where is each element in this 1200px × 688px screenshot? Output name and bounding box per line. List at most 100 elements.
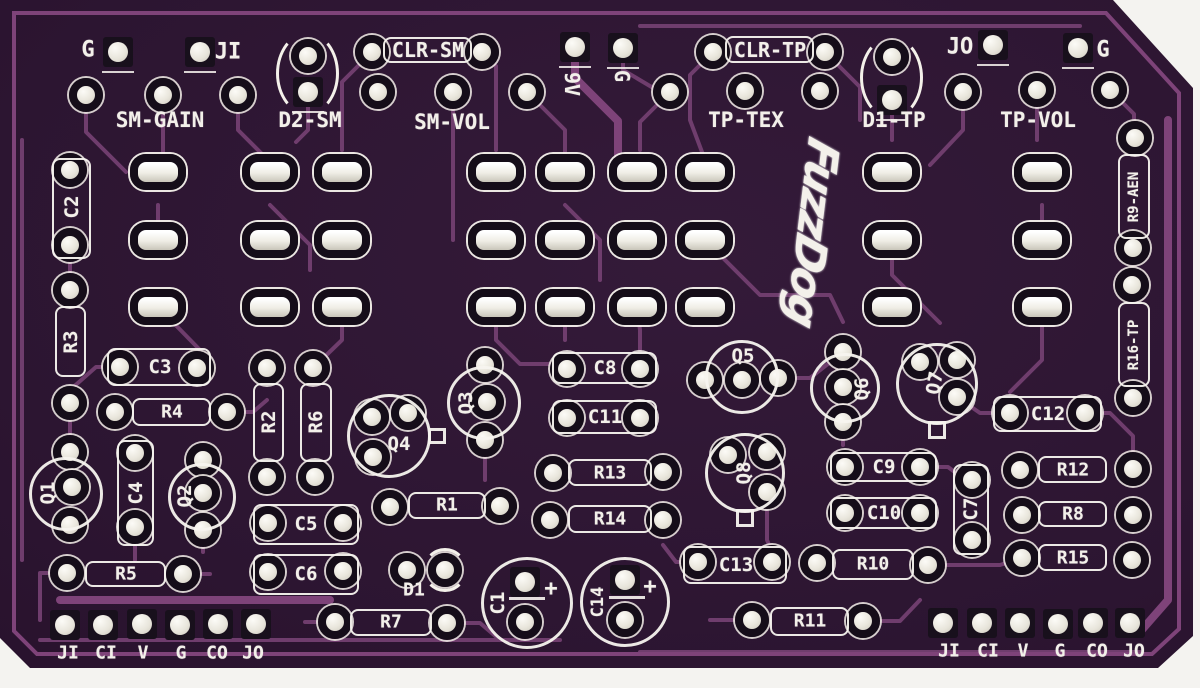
silk-q8: Q8 xyxy=(733,461,755,485)
square-pad xyxy=(88,610,118,640)
q3-outline xyxy=(447,366,521,440)
silk-c8: C8 xyxy=(593,357,617,379)
silk-r8: R8 xyxy=(1062,503,1084,525)
silk-r11: R11 xyxy=(793,610,827,632)
c4-outline xyxy=(117,440,154,546)
silk-q2: Q2 xyxy=(174,484,196,508)
square-pad xyxy=(977,30,1009,66)
d2-sm-outline xyxy=(276,32,339,115)
c14-polarity-bar-outline xyxy=(609,596,645,599)
c6-outline xyxy=(253,554,359,595)
solder-pad xyxy=(536,456,570,490)
oval-pad xyxy=(468,289,524,325)
q6-outline xyxy=(810,353,880,423)
silk-r7: R7 xyxy=(380,611,402,633)
solder-pad xyxy=(1005,498,1039,532)
r14-outline xyxy=(568,505,652,533)
solder-pad xyxy=(53,273,87,307)
silk-g: G xyxy=(610,69,634,83)
oval-pad xyxy=(537,222,593,258)
c1-outline xyxy=(481,557,573,649)
q8-outline-tab xyxy=(736,509,754,527)
solder-pad xyxy=(1005,541,1039,575)
square-pad xyxy=(1115,608,1145,638)
solder-pad xyxy=(436,75,470,109)
oval-pad xyxy=(242,222,298,258)
r12-outline xyxy=(1038,456,1107,483)
silk-c11: C11 xyxy=(587,406,623,428)
solder-pad xyxy=(318,605,352,639)
oval-pad xyxy=(677,222,733,258)
r4-outline xyxy=(132,398,211,426)
square-pad xyxy=(127,609,157,639)
silk-r6: R6 xyxy=(305,410,327,434)
square-pad xyxy=(1043,609,1073,639)
solder-pad xyxy=(1116,452,1150,486)
r10-outline xyxy=(832,549,914,580)
silk-c4: C4 xyxy=(125,481,147,505)
solder-pad xyxy=(250,351,284,385)
square-pad xyxy=(1078,608,1108,638)
silk-tp-vol: TP-VOL xyxy=(1000,108,1076,132)
oval-pad xyxy=(677,289,733,325)
solder-pad xyxy=(1093,73,1127,107)
oval-pad xyxy=(130,289,186,325)
c8-outline xyxy=(552,352,657,384)
c2-outline xyxy=(52,158,91,259)
solder-pad xyxy=(1020,73,1054,107)
solder-pad xyxy=(1115,268,1149,302)
square-pad xyxy=(559,32,591,68)
solder-pad xyxy=(326,506,360,540)
square-pad xyxy=(607,33,639,69)
solder-pad xyxy=(510,75,544,109)
silk-r15: R15 xyxy=(1056,547,1090,569)
square-pad xyxy=(1005,608,1035,638)
c3-outline xyxy=(107,348,211,386)
silk-polarity-plus: + xyxy=(643,574,657,600)
oval-pad xyxy=(314,154,370,190)
solder-pad xyxy=(1003,453,1037,487)
silk-r9-aen: R9-AEN xyxy=(1126,171,1142,223)
silk-g: G xyxy=(1096,37,1110,63)
r15-outline xyxy=(1038,544,1107,571)
solder-pad xyxy=(98,395,132,429)
r5-outline xyxy=(85,561,166,587)
silk-r4: R4 xyxy=(161,401,183,423)
solder-pad xyxy=(681,545,715,579)
solder-pad xyxy=(251,506,285,540)
silk-g: G xyxy=(81,37,95,63)
r2-outline xyxy=(253,383,284,462)
solder-pad xyxy=(946,75,980,109)
silk-v: V xyxy=(1017,640,1029,662)
r1-outline xyxy=(408,492,486,519)
r3-outline xyxy=(55,306,86,377)
silk-r1: R1 xyxy=(436,494,458,516)
oval-pad xyxy=(864,154,920,190)
solder-pad xyxy=(430,606,464,640)
oval-pad xyxy=(468,222,524,258)
oval-pad xyxy=(609,222,665,258)
silk-ci: CI xyxy=(95,642,117,664)
silk-d2-sm: D2-SM xyxy=(278,108,342,132)
silk-d1-tp: D1-TP xyxy=(862,108,926,132)
oval-pad xyxy=(1014,289,1070,325)
solder-pad xyxy=(326,554,360,588)
silk-q1: Q1 xyxy=(37,481,59,505)
solder-pad xyxy=(373,490,407,524)
r8-outline xyxy=(1038,501,1107,527)
solder-pad xyxy=(69,78,103,112)
silk-c12: C12 xyxy=(1030,403,1066,425)
solder-pad xyxy=(533,503,567,537)
r7-outline xyxy=(350,609,432,636)
solder-pad xyxy=(298,460,332,494)
oval-pad xyxy=(468,154,524,190)
solder-pad xyxy=(1115,543,1149,577)
solder-pad xyxy=(361,75,395,109)
solder-pad xyxy=(1118,121,1152,155)
solder-pad xyxy=(390,553,424,587)
clr-sm-outline xyxy=(383,37,472,63)
silk-c6: C6 xyxy=(294,563,318,585)
c5-outline xyxy=(253,504,359,545)
silk-r14: R14 xyxy=(593,508,627,530)
